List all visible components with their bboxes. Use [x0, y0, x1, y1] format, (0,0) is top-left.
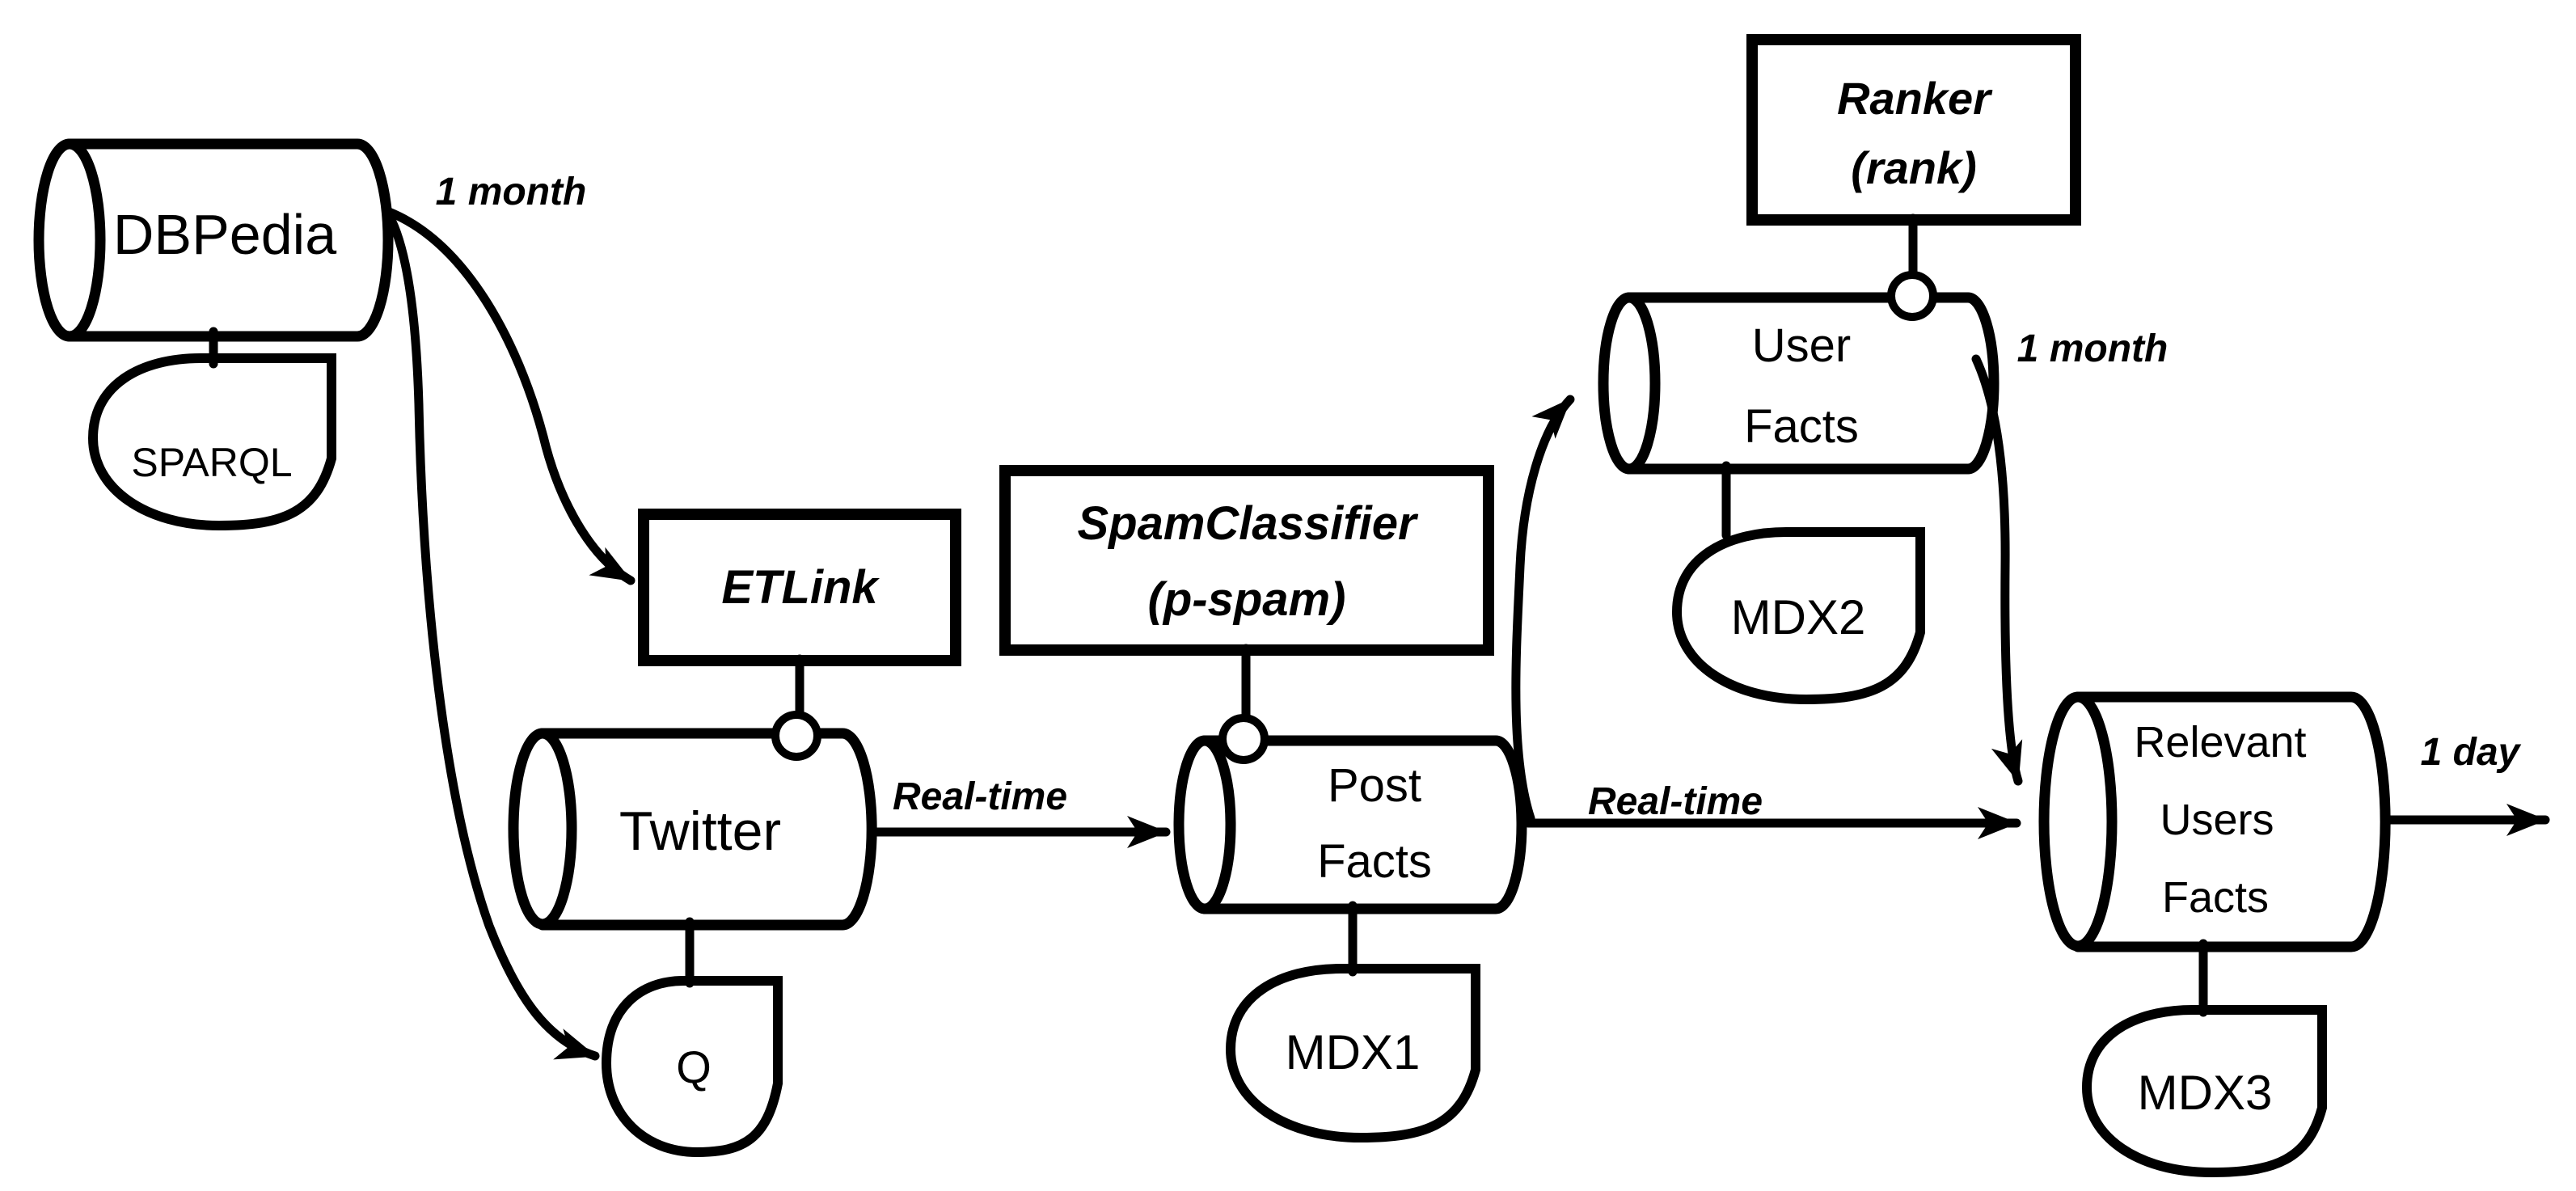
user-facts-label-line1: User: [1751, 319, 1852, 372]
spam-classifier-label-line1: SpamClassifier: [1077, 497, 1417, 550]
mdx2-label: MDX2: [1730, 590, 1866, 644]
relevant-users-facts-label-line3: Facts: [2161, 873, 2270, 922]
q-label: Q: [676, 1041, 712, 1092]
q-query-shape: [601, 976, 783, 1158]
twitter-cylinder: [508, 728, 877, 931]
dbpedia-label: DBPedia: [112, 203, 337, 266]
edge-label-postfacts-relevant: Real-time: [1587, 780, 1763, 823]
twitter-label: Twitter: [619, 800, 782, 862]
spamclassifier-postfacts-circle-connector: [1218, 714, 1269, 764]
relevant-users-facts-label-line1: Relevant: [2134, 718, 2307, 767]
ranker-label-line2: (rank): [1851, 142, 1977, 193]
edge-label-dbpedia-etlink: 1 month: [435, 171, 587, 213]
user-facts-label-line2: Facts: [1744, 400, 1859, 453]
post-facts-label-line1: Post: [1327, 759, 1422, 812]
mdx1-query-shape: [1225, 964, 1480, 1143]
arrow-dbpedia-to-etlink: [384, 207, 636, 585]
mdx3-label: MDX3: [2137, 1066, 2273, 1120]
ranker-label-line1: Ranker: [1837, 73, 1991, 124]
sparql-query-shape: [87, 353, 336, 531]
mdx1-label: MDX1: [1285, 1025, 1421, 1079]
edge-label-userfacts-relevant: 1 month: [2016, 327, 2168, 370]
post-facts-label-line2: Facts: [1317, 835, 1432, 888]
sparql-label: SPARQL: [131, 440, 293, 485]
relevant-users-facts-label-line2: Users: [2160, 796, 2274, 844]
edge-label-relevant-out: 1 day: [2420, 731, 2520, 774]
arrow-dbpedia-to-q: [384, 210, 600, 1061]
connector-lines: [209, 213, 2208, 1017]
etlink-twitter-circle-connector: [771, 711, 821, 761]
post-facts-cylinder: [1173, 735, 1527, 914]
flow-arrows: [384, 207, 2550, 1061]
dbpedia-cylinder: [33, 138, 394, 342]
spam-classifier-label-line2: (p-spam): [1147, 573, 1346, 626]
edge-label-twitter-postfacts: Real-time: [892, 775, 1068, 818]
mdx2-query-shape: [1671, 527, 1925, 705]
ranker-userfacts-circle-connector: [1887, 271, 1937, 321]
relevant-users-facts-cylinder: [2038, 691, 2391, 952]
etlink-label: ETLink: [721, 561, 878, 614]
arrow-postfacts-to-userfacts: [1511, 395, 1575, 823]
ranker-box: [1746, 34, 2081, 226]
spam-classifier-box: [999, 465, 1494, 656]
mdx3-query-shape: [2081, 1005, 2327, 1178]
user-facts-cylinder: [1598, 292, 2000, 475]
arrow-userfacts-to-relevant: [1971, 354, 2023, 786]
